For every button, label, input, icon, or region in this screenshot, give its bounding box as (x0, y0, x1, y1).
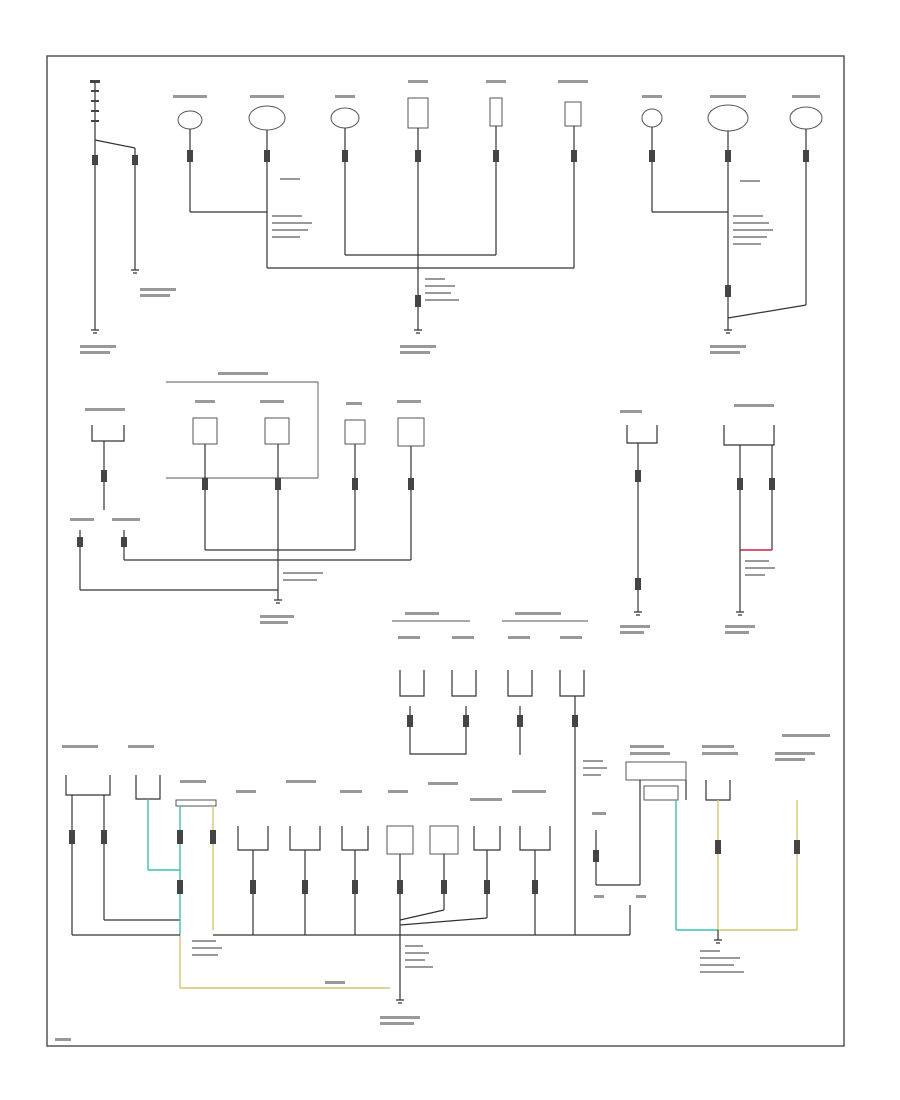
diagram-frame (46, 55, 845, 1047)
middle-section (70, 372, 775, 634)
lower-section (62, 612, 830, 1025)
left-connector-stack (80, 80, 176, 354)
page-marker (55, 1038, 71, 1041)
top-right-components (641, 95, 823, 354)
top-section (80, 80, 823, 354)
top-center-components (173, 80, 588, 354)
